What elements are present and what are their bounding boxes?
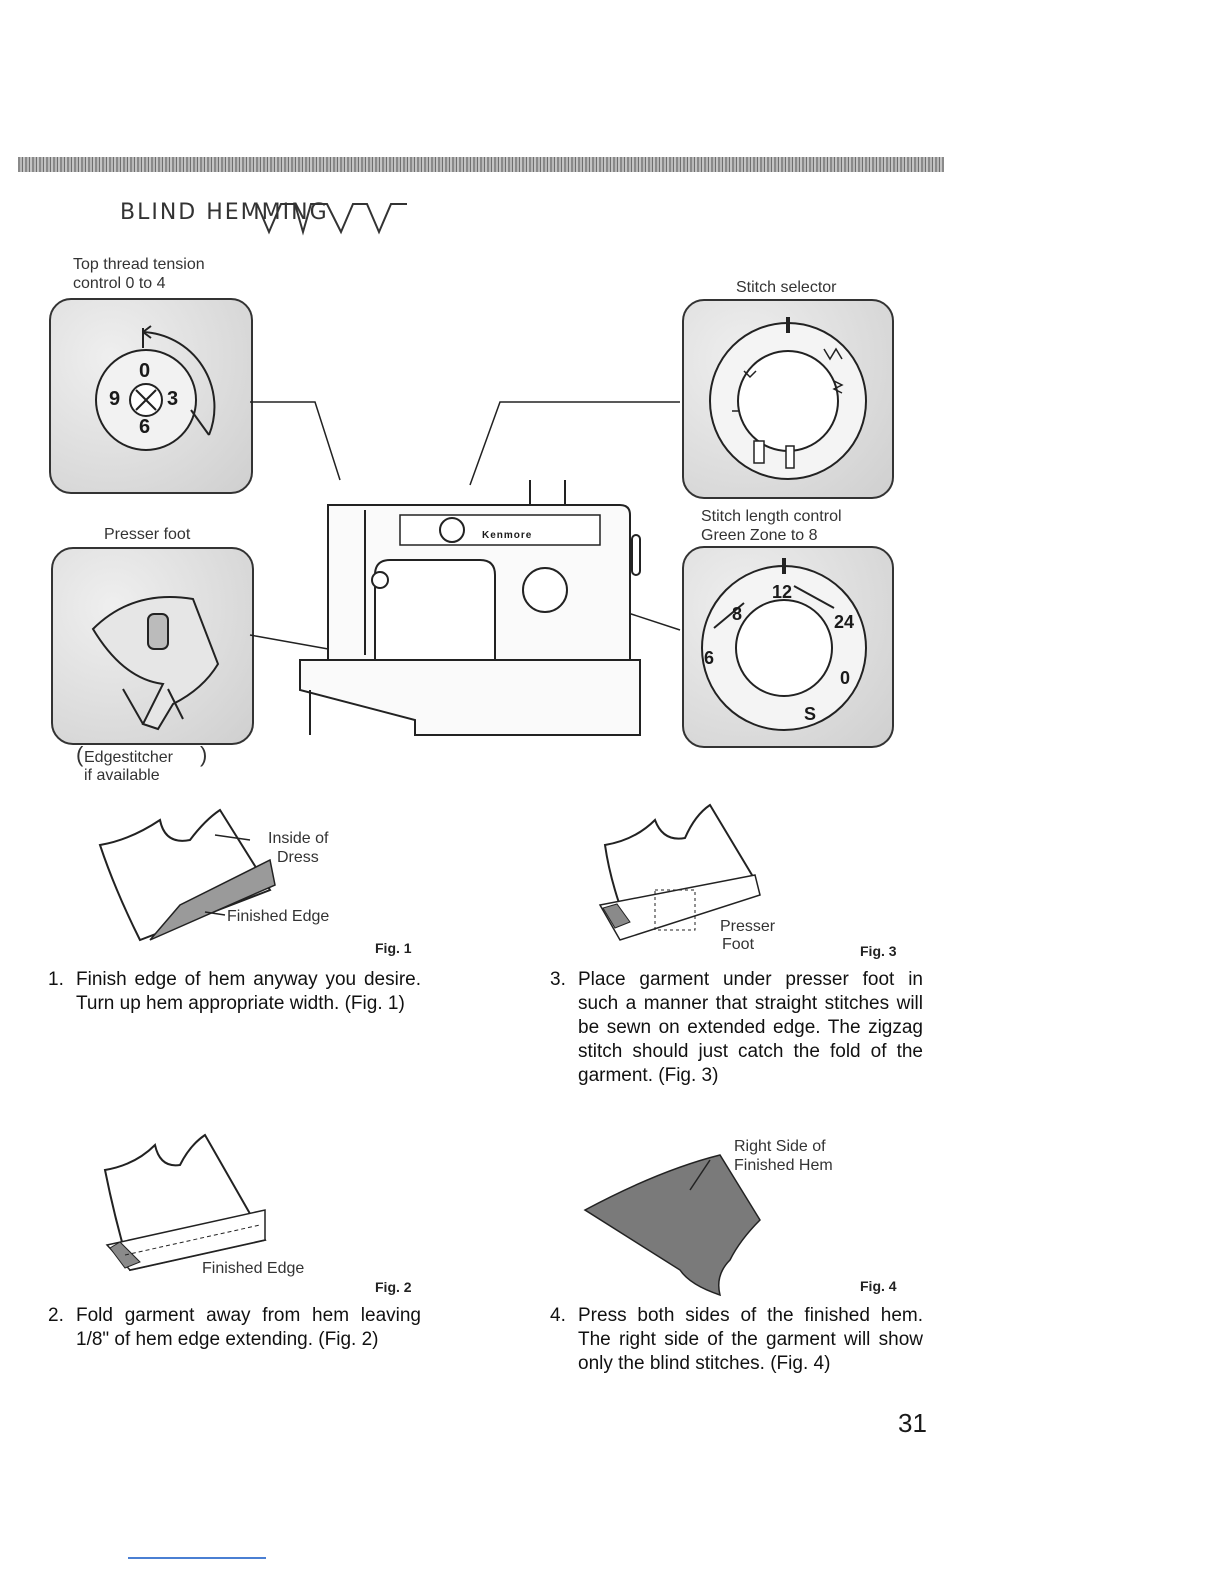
stitch-length-label-line1: Stitch length control: [701, 508, 842, 525]
step-1: 1. Finish edge of hem anyway you desire.…: [48, 968, 421, 1048]
blind-stitch-pattern-icon: [256, 203, 407, 236]
machine-brand: Kenmore: [482, 530, 533, 541]
tension-dial-0: 0: [139, 360, 151, 382]
header-bar: [18, 157, 944, 172]
step-1-text: Finish edge of hem anyway you desire. Tu…: [76, 969, 421, 1014]
presser-foot-panel: [51, 547, 254, 745]
fig3-illustration: [598, 803, 761, 941]
fig4-caption: Fig. 4: [860, 1278, 897, 1294]
tension-dial-6: 6: [139, 416, 151, 438]
edgestitcher-line1: Edgestitcher: [84, 749, 173, 766]
step-2: 2. Fold garment away from hem leaving 1/…: [48, 1304, 421, 1384]
step-2-number: 2.: [48, 1305, 64, 1326]
tension-dial-icon: [95, 325, 216, 451]
step-4-number: 4.: [550, 1305, 566, 1326]
stitch-selector-dial-icon: [709, 317, 867, 480]
presser-foot-label: Presser foot: [104, 526, 191, 543]
edgestitcher-line2: if available: [84, 767, 160, 784]
fig2-callout-finished-edge: Finished Edge: [202, 1260, 305, 1277]
length-dial-24: 24: [834, 612, 855, 632]
step-3: 3. Place garment under presser foot in s…: [550, 968, 923, 1088]
length-dial-8: 8: [732, 604, 743, 624]
tension-dial-panel: 0 3 6 9: [49, 298, 253, 494]
tension-label-line2: control 0 to 4: [73, 275, 166, 292]
stitch-selector-label: Stitch selector: [736, 279, 837, 296]
step-4: 4. Press both sides of the finished hem.…: [550, 1304, 923, 1384]
fig1-callout-inside: Inside of: [268, 830, 329, 847]
length-dial-12: 12: [772, 582, 793, 602]
tension-label-line1: Top thread tension: [73, 256, 205, 273]
presser-foot-icon: [91, 596, 220, 731]
step-4-text: Press both sides of the finished hem. Th…: [578, 1305, 923, 1374]
fig4-callout-right-side: Right Side of: [734, 1138, 826, 1155]
sewing-machine-illustration: [249, 401, 681, 736]
length-dial-6: 6: [704, 648, 715, 668]
tension-dial-3: 3: [167, 388, 179, 410]
bottom-rule: [128, 1557, 266, 1559]
length-dial-0: 0: [840, 668, 851, 688]
fig3-caption: Fig. 3: [860, 943, 897, 959]
step-3-text: Place garment under presser foot in such…: [578, 969, 923, 1086]
edgestitcher-paren-left: (: [76, 742, 84, 767]
edgestitcher-paren-right: ): [200, 742, 208, 767]
fig1-callout-finished-edge: Finished Edge: [227, 908, 330, 925]
stitch-selector-panel: [682, 299, 894, 499]
step-1-number: 1.: [48, 969, 64, 990]
step-2-text: Fold garment away from hem leaving 1/8" …: [76, 1305, 421, 1350]
fig1-illustration: [98, 808, 276, 942]
fig1-callout-dress: Dress: [277, 849, 319, 866]
fig4-callout-finished-hem: Finished Hem: [734, 1157, 833, 1174]
stitch-length-panel: 12 24 0 S 6 8: [682, 546, 894, 748]
tension-dial-9: 9: [109, 388, 121, 410]
fig1-caption: Fig. 1: [375, 940, 412, 956]
fig2-caption: Fig. 2: [375, 1279, 412, 1295]
stitch-length-label-line2: Green Zone to 8: [701, 527, 818, 544]
fig3-callout-foot: Foot: [722, 936, 755, 953]
fig3-callout-presser: Presser: [720, 918, 776, 935]
length-dial-S: S: [804, 704, 817, 724]
page-number: 31: [898, 1408, 927, 1438]
fig2-illustration: [103, 1133, 267, 1272]
step-3-number: 3.: [550, 969, 566, 990]
fig4-illustration: [583, 1154, 761, 1297]
stitch-length-dial-icon: [701, 558, 867, 731]
